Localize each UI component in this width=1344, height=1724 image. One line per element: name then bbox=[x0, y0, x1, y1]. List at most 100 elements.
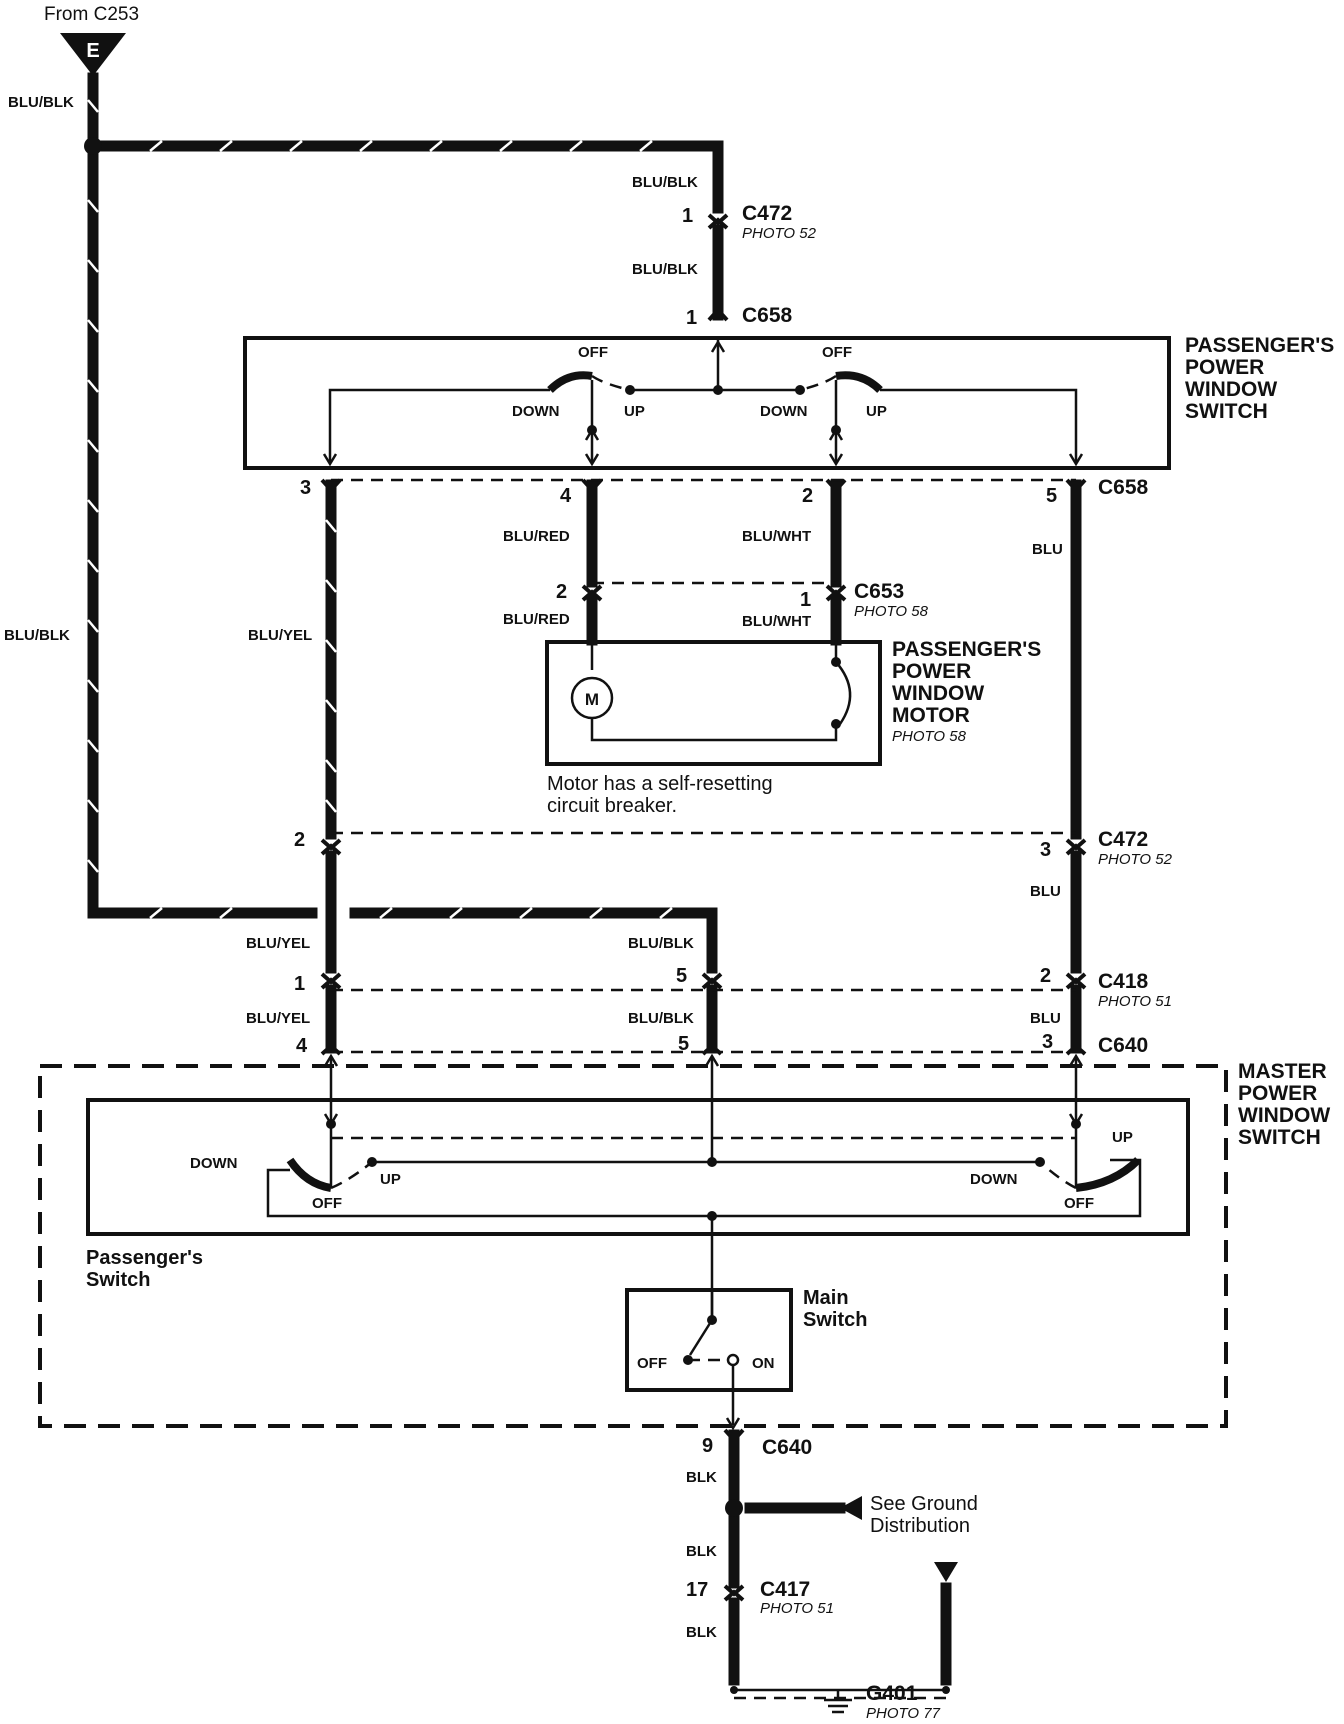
main-switch-label-1: Main bbox=[803, 1287, 849, 1309]
passengers-switch-label-1: Passenger's bbox=[86, 1247, 203, 1269]
pin-c653-1: 1 bbox=[800, 589, 811, 611]
passengers-switch-label-2: Switch bbox=[86, 1269, 150, 1291]
pin-c640-5: 5 bbox=[678, 1033, 689, 1055]
pin-c640-3: 3 bbox=[1042, 1031, 1053, 1053]
pin-c658-5: 5 bbox=[1046, 485, 1057, 507]
pass-sw-off-right: OFF bbox=[822, 344, 852, 361]
source-label: From C253 bbox=[44, 4, 139, 25]
master-sw-down-left: DOWN bbox=[190, 1155, 238, 1172]
connector-c418: C418 bbox=[1098, 970, 1149, 993]
connector-dashes bbox=[331, 478, 1076, 1054]
master-sw-off-left: OFF bbox=[312, 1195, 342, 1212]
splice-dot bbox=[84, 137, 102, 155]
ground-splice-dot bbox=[725, 1499, 743, 1517]
wire-label-blu-blk-6: BLU/BLK bbox=[628, 1010, 694, 1027]
thick-wires bbox=[87, 72, 1082, 1686]
ground-dist-line1: See Ground bbox=[870, 1493, 978, 1515]
wire-label-blu-blk-5: BLU/BLK bbox=[628, 935, 694, 952]
passengers-switch-box bbox=[86, 1098, 1190, 1236]
ground-distribution-arrow bbox=[840, 1496, 862, 1520]
wire-label-blu-wht-1: BLU/WHT bbox=[742, 528, 811, 545]
breaker-note-1: Motor has a self-resetting bbox=[547, 773, 773, 795]
pin-c472-1: 1 bbox=[682, 205, 693, 227]
photo-c418: PHOTO 51 bbox=[1098, 993, 1172, 1010]
master-switch-internals bbox=[266, 1053, 1142, 1320]
ground-dist-line2: Distribution bbox=[870, 1515, 970, 1537]
wire-label-blk-3: BLK bbox=[686, 1624, 717, 1641]
pin-c640-4: 4 bbox=[296, 1035, 308, 1057]
photo-c472-mid: PHOTO 52 bbox=[1098, 851, 1173, 868]
main-switch-internals bbox=[683, 1290, 741, 1431]
master-switch-dashed-box bbox=[38, 1064, 1228, 1428]
pin-c658-1: 1 bbox=[686, 307, 697, 329]
photo-g401: PHOTO 77 bbox=[866, 1705, 941, 1722]
main-switch-on: ON bbox=[752, 1355, 775, 1372]
pin-c418-1: 1 bbox=[294, 973, 305, 995]
pin-c418-5: 5 bbox=[676, 965, 687, 987]
source-letter: E bbox=[86, 40, 99, 62]
photo-c417: PHOTO 51 bbox=[760, 1600, 834, 1617]
motor-letter: M bbox=[585, 690, 599, 709]
pass-sw-down-right: DOWN bbox=[760, 403, 808, 420]
wire-label-blu-blk-4: BLU/BLK bbox=[632, 261, 698, 278]
connector-g401: G401 bbox=[866, 1682, 918, 1705]
connector-c472-mid: C472 bbox=[1098, 828, 1148, 851]
connector-c640-bottom: C640 bbox=[762, 1436, 812, 1459]
pin-c653-2: 2 bbox=[556, 581, 567, 603]
pass-sw-up-left: UP bbox=[624, 403, 645, 420]
pin-c658-2: 2 bbox=[802, 485, 813, 507]
pin-c658-4: 4 bbox=[560, 485, 572, 507]
pass-sw-down-left: DOWN bbox=[512, 403, 560, 420]
wire-label-blu-blk-3: BLU/BLK bbox=[632, 174, 698, 191]
master-sw-up-right: UP bbox=[1112, 1129, 1133, 1146]
pass-sw-off-left: OFF bbox=[578, 344, 608, 361]
wire-label-blu-3: BLU bbox=[1030, 1010, 1061, 1027]
connector-chevrons bbox=[320, 213, 1087, 1602]
source-triangle bbox=[60, 33, 126, 76]
pin-c472-2: 2 bbox=[294, 829, 305, 851]
wire-stripes bbox=[87, 99, 673, 919]
wire-label-blu-yel-3: BLU/YEL bbox=[246, 1010, 310, 1027]
motor-internals bbox=[570, 640, 852, 742]
connector-c417: C417 bbox=[760, 1578, 810, 1601]
master-switch-title-1: MASTER bbox=[1238, 1060, 1327, 1083]
connector-c658-bottom: C658 bbox=[1098, 476, 1149, 499]
wire-label-blu-1: BLU bbox=[1032, 541, 1063, 558]
connector-c658-top: C658 bbox=[742, 304, 793, 327]
connector-c472-top: C472 bbox=[742, 202, 792, 225]
master-switch-title-3: WINDOW bbox=[1238, 1104, 1330, 1127]
passenger-switch-internals bbox=[322, 339, 1084, 467]
pin-c417-17: 17 bbox=[686, 1579, 708, 1601]
pass-switch-title-2: POWER bbox=[1185, 356, 1264, 379]
main-switch-box bbox=[625, 1288, 793, 1392]
photo-c472-top: PHOTO 52 bbox=[742, 225, 817, 242]
motor-photo: PHOTO 58 bbox=[892, 728, 967, 745]
wire-label-blu-blk-2: BLU/BLK bbox=[4, 627, 70, 644]
pass-switch-title-4: SWITCH bbox=[1185, 400, 1268, 423]
master-sw-off-right: OFF bbox=[1064, 1195, 1094, 1212]
main-switch-off: OFF bbox=[637, 1355, 667, 1372]
wire-label-blk-2: BLK bbox=[686, 1543, 717, 1560]
breaker-note-2: circuit breaker. bbox=[547, 795, 677, 817]
master-sw-down-right: DOWN bbox=[970, 1171, 1018, 1188]
motor-title-4: MOTOR bbox=[892, 704, 970, 727]
pass-switch-title-3: WINDOW bbox=[1185, 378, 1277, 401]
connector-c653: C653 bbox=[854, 580, 904, 603]
master-switch-title-2: POWER bbox=[1238, 1082, 1317, 1105]
wire-label-blu-blk-1: BLU/BLK bbox=[8, 94, 74, 111]
main-switch-label-2: Switch bbox=[803, 1309, 867, 1331]
pin-c640-9: 9 bbox=[702, 1435, 713, 1457]
wire-label-blu-2: BLU bbox=[1030, 883, 1061, 900]
motor-box bbox=[545, 640, 882, 766]
master-sw-up-left: UP bbox=[380, 1171, 401, 1188]
photo-c653: PHOTO 58 bbox=[854, 603, 929, 620]
master-switch-title-4: SWITCH bbox=[1238, 1126, 1321, 1149]
motor-title-2: POWER bbox=[892, 660, 971, 683]
pin-c472-3: 3 bbox=[1040, 839, 1051, 861]
ground-g401 bbox=[730, 1562, 958, 1714]
wire-label-blu-wht-2: BLU/WHT bbox=[742, 613, 811, 630]
pass-switch-title-1: PASSENGER'S bbox=[1185, 334, 1334, 357]
pin-c418-2: 2 bbox=[1040, 965, 1051, 987]
passenger-window-switch-box bbox=[243, 336, 1171, 470]
